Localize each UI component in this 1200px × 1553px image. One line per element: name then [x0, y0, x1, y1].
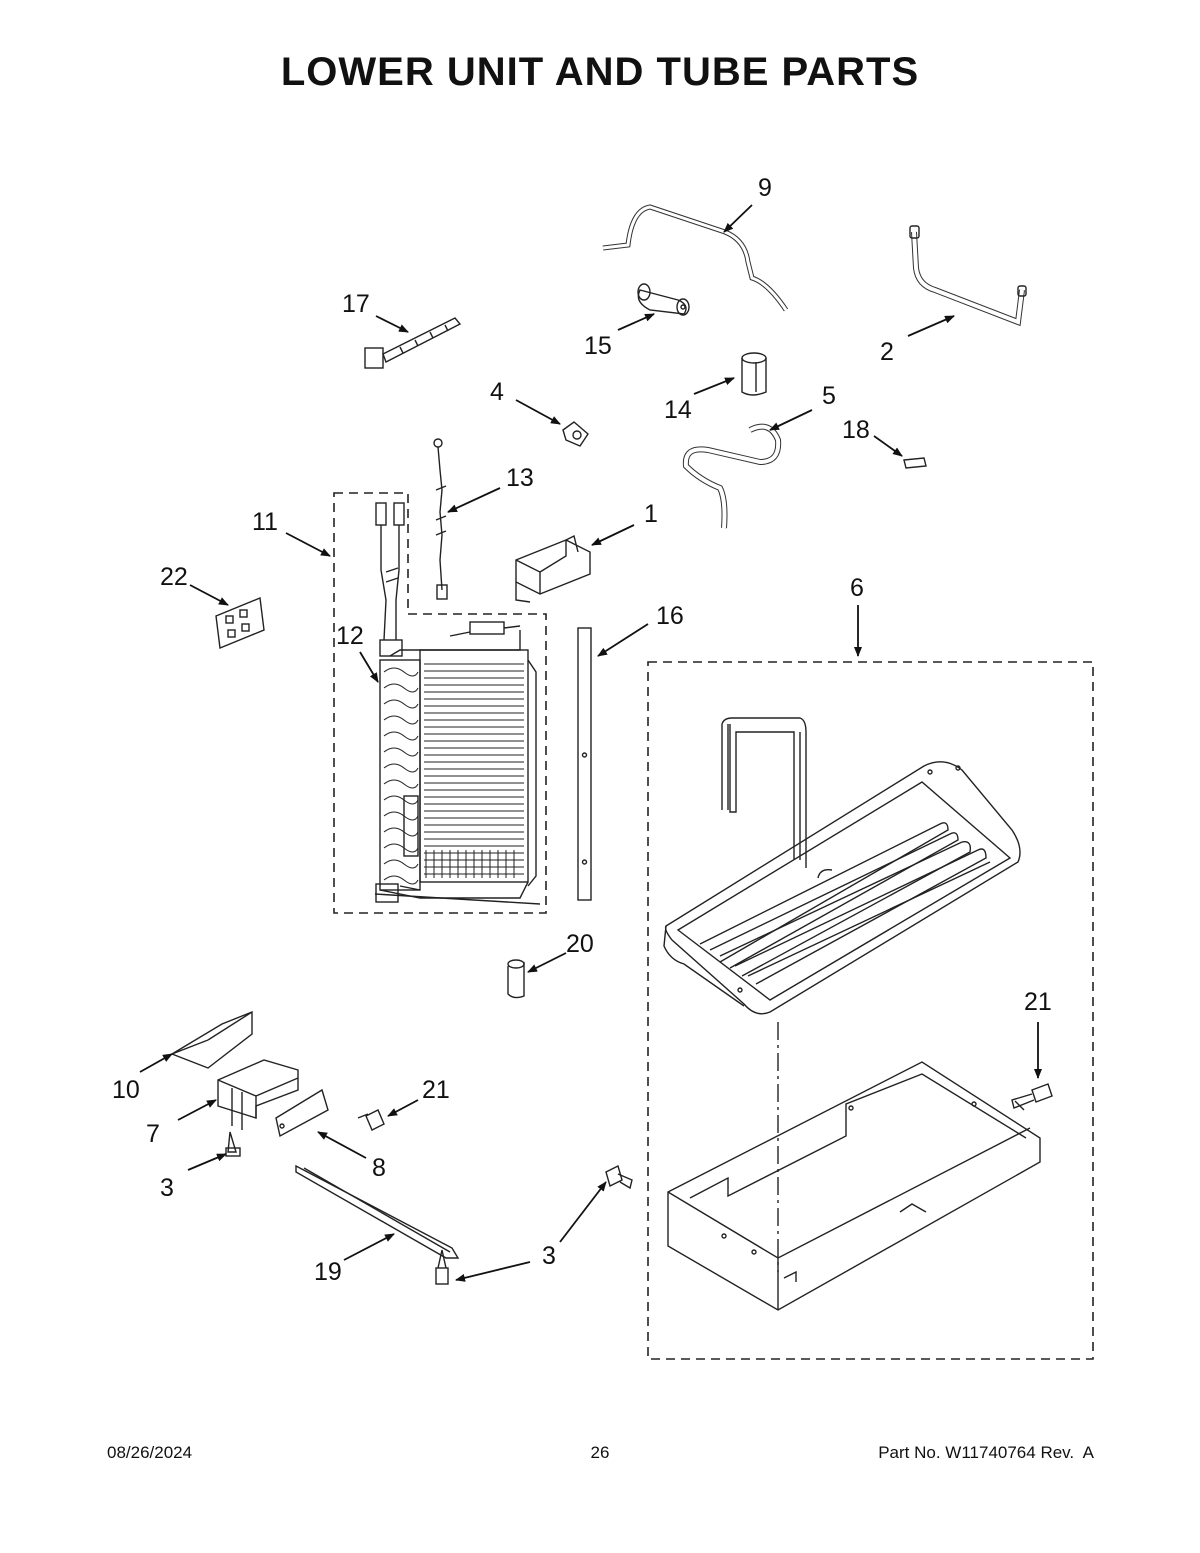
part-number: W11740764: [945, 1443, 1036, 1462]
callout-18: 18: [842, 416, 870, 444]
callout-3-left: 3: [160, 1174, 174, 1202]
part-19-bar: [295, 1164, 460, 1259]
part-21-screw-left: [357, 1109, 385, 1131]
callout-3-right: 3: [542, 1242, 556, 1270]
part-2-tube: [909, 225, 1027, 327]
part-13-wire-harness: [433, 438, 448, 600]
part-7-bracket: [217, 1059, 299, 1130]
part-3-screw-tray: [605, 1164, 633, 1190]
part-no-label: Part No.: [878, 1443, 941, 1462]
part-6-drain-pan-heater: [663, 717, 1021, 1015]
callout-8: 8: [372, 1154, 386, 1182]
footer-page-number: 26: [590, 1443, 610, 1462]
callout-5: 5: [822, 382, 836, 410]
part-18-clip: [903, 457, 927, 469]
callout-16: 16: [656, 602, 684, 630]
footer-date: 08/26/2024: [107, 1443, 193, 1462]
callout-11: 11: [252, 508, 278, 536]
callout-21-left: 21: [422, 1076, 450, 1104]
leader-arrows: [139, 204, 1042, 1282]
part-17-cable-tie: [364, 317, 462, 369]
callout-10: 10: [112, 1076, 140, 1104]
part-1-bracket: [515, 534, 591, 603]
part-11-condenser: [374, 502, 541, 905]
part-10-insulation: [170, 1010, 253, 1069]
callout-labels: 9 17 15 2 14 4 5 18 13 1 11 22 6 16 12 2…: [112, 174, 1052, 1286]
callout-20: 20: [566, 930, 594, 958]
part-22-pad: [215, 597, 265, 649]
part-5-tube: [682, 423, 782, 529]
callout-21-tray: 21: [1024, 988, 1052, 1016]
part-3-screw-bottom: [435, 1249, 449, 1285]
callout-15: 15: [584, 332, 612, 360]
callout-6: 6: [850, 574, 864, 602]
callout-1: 1: [644, 500, 658, 528]
callout-7: 7: [146, 1120, 160, 1148]
callout-17: 17: [342, 290, 370, 318]
revision: Rev. A: [1040, 1443, 1094, 1462]
callout-12: 12: [336, 622, 364, 650]
callout-14: 14: [664, 396, 692, 424]
callout-19: 19: [314, 1258, 342, 1286]
part-20-sleeve: [507, 959, 525, 999]
part-6-assembly-outline: [647, 661, 1094, 1360]
footer-part-info: Part No. W11740764 Rev. A: [878, 1443, 1094, 1463]
part-16-strip: [577, 627, 592, 901]
part-6-tray: [667, 1061, 1041, 1311]
callout-22: 22: [160, 563, 188, 591]
part-11-assembly-outline: [333, 492, 547, 914]
part-8-plate: [275, 1088, 329, 1138]
part-9-tube: [602, 204, 789, 312]
part-14-foam-sleeve: [741, 352, 767, 396]
part-4-clamp: [562, 421, 589, 447]
condenser-fins: [383, 663, 524, 885]
part-3-screw-left: [225, 1131, 241, 1157]
page-title: LOWER UNIT AND TUBE PARTS: [280, 50, 920, 94]
callout-9: 9: [758, 174, 772, 202]
callout-13: 13: [506, 464, 534, 492]
callout-2: 2: [880, 338, 894, 366]
part-15-insulation-tube: [637, 283, 690, 316]
callout-4: 4: [490, 378, 504, 406]
part-21-screw-tray: [1011, 1083, 1053, 1111]
